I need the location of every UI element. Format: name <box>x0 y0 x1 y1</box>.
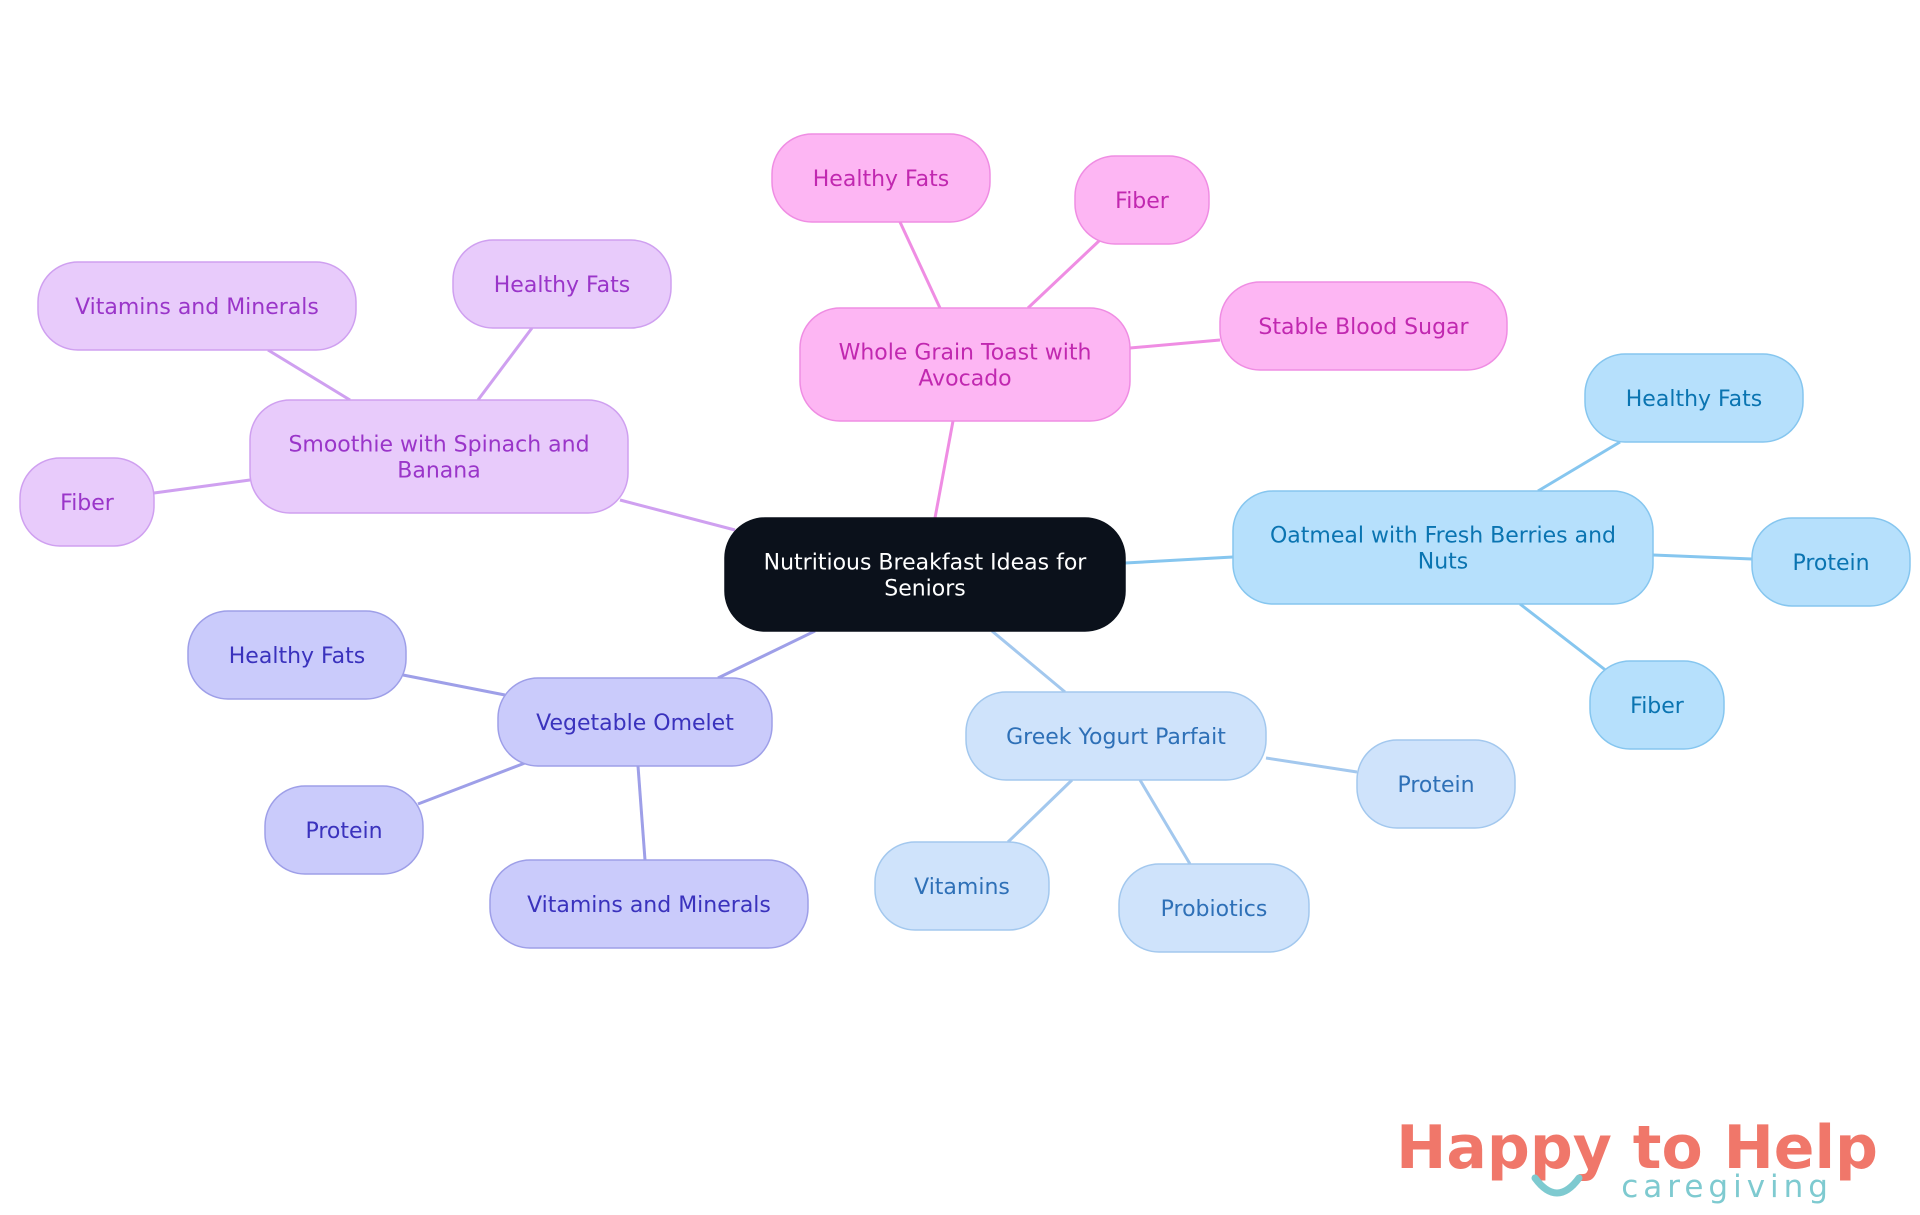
branch-node-smoothie-label: Smoothie with Spinach and <box>288 433 589 458</box>
leaf-node-toast-fiber: Fiber <box>1074 155 1210 245</box>
leaf-node-smoothie-vitamins-and-minerals: Vitamins and Minerals <box>37 261 357 351</box>
root-node-box <box>724 517 1126 632</box>
leaf-node-toast-fiber-box <box>1074 155 1210 245</box>
edge-root-to-yogurt <box>991 629 1066 694</box>
leaf-node-yogurt-probiotics-box <box>1118 863 1310 953</box>
branch-node-omelet: Vegetable Omelet <box>497 677 773 767</box>
leaf-node-yogurt-probiotics-label: Probiotics <box>1161 897 1268 922</box>
edge-root-to-toast <box>933 420 955 519</box>
edge-toast-to-fiber <box>1026 238 1102 310</box>
leaf-node-smoothie-vitamins-and-minerals-box <box>37 261 357 351</box>
leaf-node-toast-healthy-fats-box <box>771 133 991 223</box>
edge-oatmeal-to-protein <box>1652 553 1753 561</box>
leaf-node-toast-stable-blood-sugar-label: Stable Blood Sugar <box>1258 315 1469 340</box>
leaf-node-toast-healthy-fats-label: Healthy Fats <box>813 167 949 192</box>
edge-toast-to-healthy-fats <box>898 221 942 309</box>
branch-node-oatmeal-label: Oatmeal with Fresh Berries and <box>1270 524 1616 549</box>
leaf-node-oatmeal-protein-label: Protein <box>1792 551 1869 576</box>
leaf-node-yogurt-protein: Protein <box>1356 739 1516 829</box>
leaf-node-yogurt-protein-label: Protein <box>1397 773 1474 798</box>
leaf-node-oatmeal-healthy-fats: Healthy Fats <box>1584 353 1804 443</box>
leaf-node-yogurt-protein-box <box>1356 739 1516 829</box>
edge-yogurt-to-probiotics <box>1138 779 1192 865</box>
leaf-node-oatmeal-fiber-label: Fiber <box>1630 694 1685 719</box>
branch-node-toast-label: Avocado <box>918 367 1011 392</box>
leaf-node-oatmeal-healthy-fats-label: Healthy Fats <box>1626 387 1762 412</box>
root-node-label: Seniors <box>884 577 966 602</box>
edge-root-to-smoothie <box>619 498 736 532</box>
branch-node-yogurt-label: Greek Yogurt Parfait <box>1006 725 1226 750</box>
leaf-node-oatmeal-fiber-box <box>1589 660 1725 750</box>
edge-smoothie-to-vitamins-and-minerals <box>267 348 351 402</box>
edge-omelet-to-protein <box>417 761 526 806</box>
leaf-node-yogurt-vitamins-label: Vitamins <box>914 875 1010 900</box>
edge-root-to-oatmeal <box>1124 555 1234 565</box>
leaf-node-omelet-protein-label: Protein <box>305 819 382 844</box>
leaf-node-yogurt-vitamins: Vitamins <box>874 841 1050 931</box>
edge-smoothie-to-healthy-fats <box>476 327 534 401</box>
branch-node-yogurt: Greek Yogurt Parfait <box>965 691 1267 781</box>
smile-icon <box>1531 1174 1583 1197</box>
leaf-node-omelet-protein: Protein <box>264 785 424 875</box>
branch-node-smoothie-label: Banana <box>397 459 480 484</box>
leaf-node-omelet-healthy-fats-box <box>187 610 407 700</box>
branch-node-oatmeal-label: Nuts <box>1418 550 1469 575</box>
leaf-node-smoothie-healthy-fats: Healthy Fats <box>452 239 672 329</box>
branch-node-smoothie-box <box>249 399 629 514</box>
leaf-node-toast-fiber-label: Fiber <box>1115 189 1170 214</box>
edge-smoothie-to-fiber <box>153 478 251 495</box>
edge-omelet-to-healthy-fats <box>402 673 506 697</box>
edge-yogurt-to-vitamins <box>1006 778 1074 844</box>
connector-lines <box>153 221 1753 865</box>
leaf-node-oatmeal-protein: Protein <box>1751 517 1911 607</box>
leaf-node-smoothie-fiber-box <box>19 457 155 547</box>
root-node-label: Nutritious Breakfast Ideas for <box>764 551 1088 576</box>
branch-node-yogurt-box <box>965 691 1267 781</box>
edge-oatmeal-to-fiber <box>1519 602 1609 674</box>
branch-node-toast-label: Whole Grain Toast with <box>839 341 1092 366</box>
leaf-node-omelet-vitamins-and-minerals-label: Vitamins and Minerals <box>527 893 771 918</box>
edge-yogurt-to-protein <box>1265 756 1358 774</box>
leaf-node-omelet-healthy-fats-label: Healthy Fats <box>229 644 365 669</box>
leaf-node-omelet-healthy-fats: Healthy Fats <box>187 610 407 700</box>
leaf-node-yogurt-vitamins-box <box>874 841 1050 931</box>
brand-logo: Happy to Help caregiving <box>1396 1113 1878 1205</box>
edge-toast-to-stable-blood-sugar <box>1129 338 1221 350</box>
leaf-node-yogurt-probiotics: Probiotics <box>1118 863 1310 953</box>
leaf-node-oatmeal-healthy-fats-box <box>1584 353 1804 443</box>
leaf-node-smoothie-fiber-label: Fiber <box>60 491 115 516</box>
leaf-node-toast-stable-blood-sugar: Stable Blood Sugar <box>1219 281 1508 371</box>
leaf-node-omelet-protein-box <box>264 785 424 875</box>
leaf-node-oatmeal-protein-box <box>1751 517 1911 607</box>
leaf-node-smoothie-vitamins-and-minerals-label: Vitamins and Minerals <box>75 295 319 320</box>
edge-root-to-omelet <box>717 629 816 680</box>
branch-node-toast-box <box>799 307 1131 422</box>
branch-node-oatmeal-box <box>1232 490 1654 605</box>
logo-title: Happy to Help <box>1396 1113 1878 1183</box>
leaf-node-smoothie-healthy-fats-label: Healthy Fats <box>494 273 630 298</box>
edge-omelet-to-vitamins-and-minerals <box>636 765 647 861</box>
branch-node-omelet-box <box>497 677 773 767</box>
leaf-node-omelet-vitamins-and-minerals: Vitamins and Minerals <box>489 859 809 949</box>
leaf-node-toast-healthy-fats: Healthy Fats <box>771 133 991 223</box>
leaf-node-smoothie-fiber: Fiber <box>19 457 155 547</box>
leaf-node-omelet-vitamins-and-minerals-box <box>489 859 809 949</box>
leaf-node-toast-stable-blood-sugar-box <box>1219 281 1508 371</box>
leaf-node-oatmeal-fiber: Fiber <box>1589 660 1725 750</box>
edge-oatmeal-to-healthy-fats <box>1537 440 1621 493</box>
leaf-node-smoothie-healthy-fats-box <box>452 239 672 329</box>
branch-node-omelet-label: Vegetable Omelet <box>536 711 734 736</box>
logo-subtitle: caregiving <box>1621 1169 1833 1205</box>
